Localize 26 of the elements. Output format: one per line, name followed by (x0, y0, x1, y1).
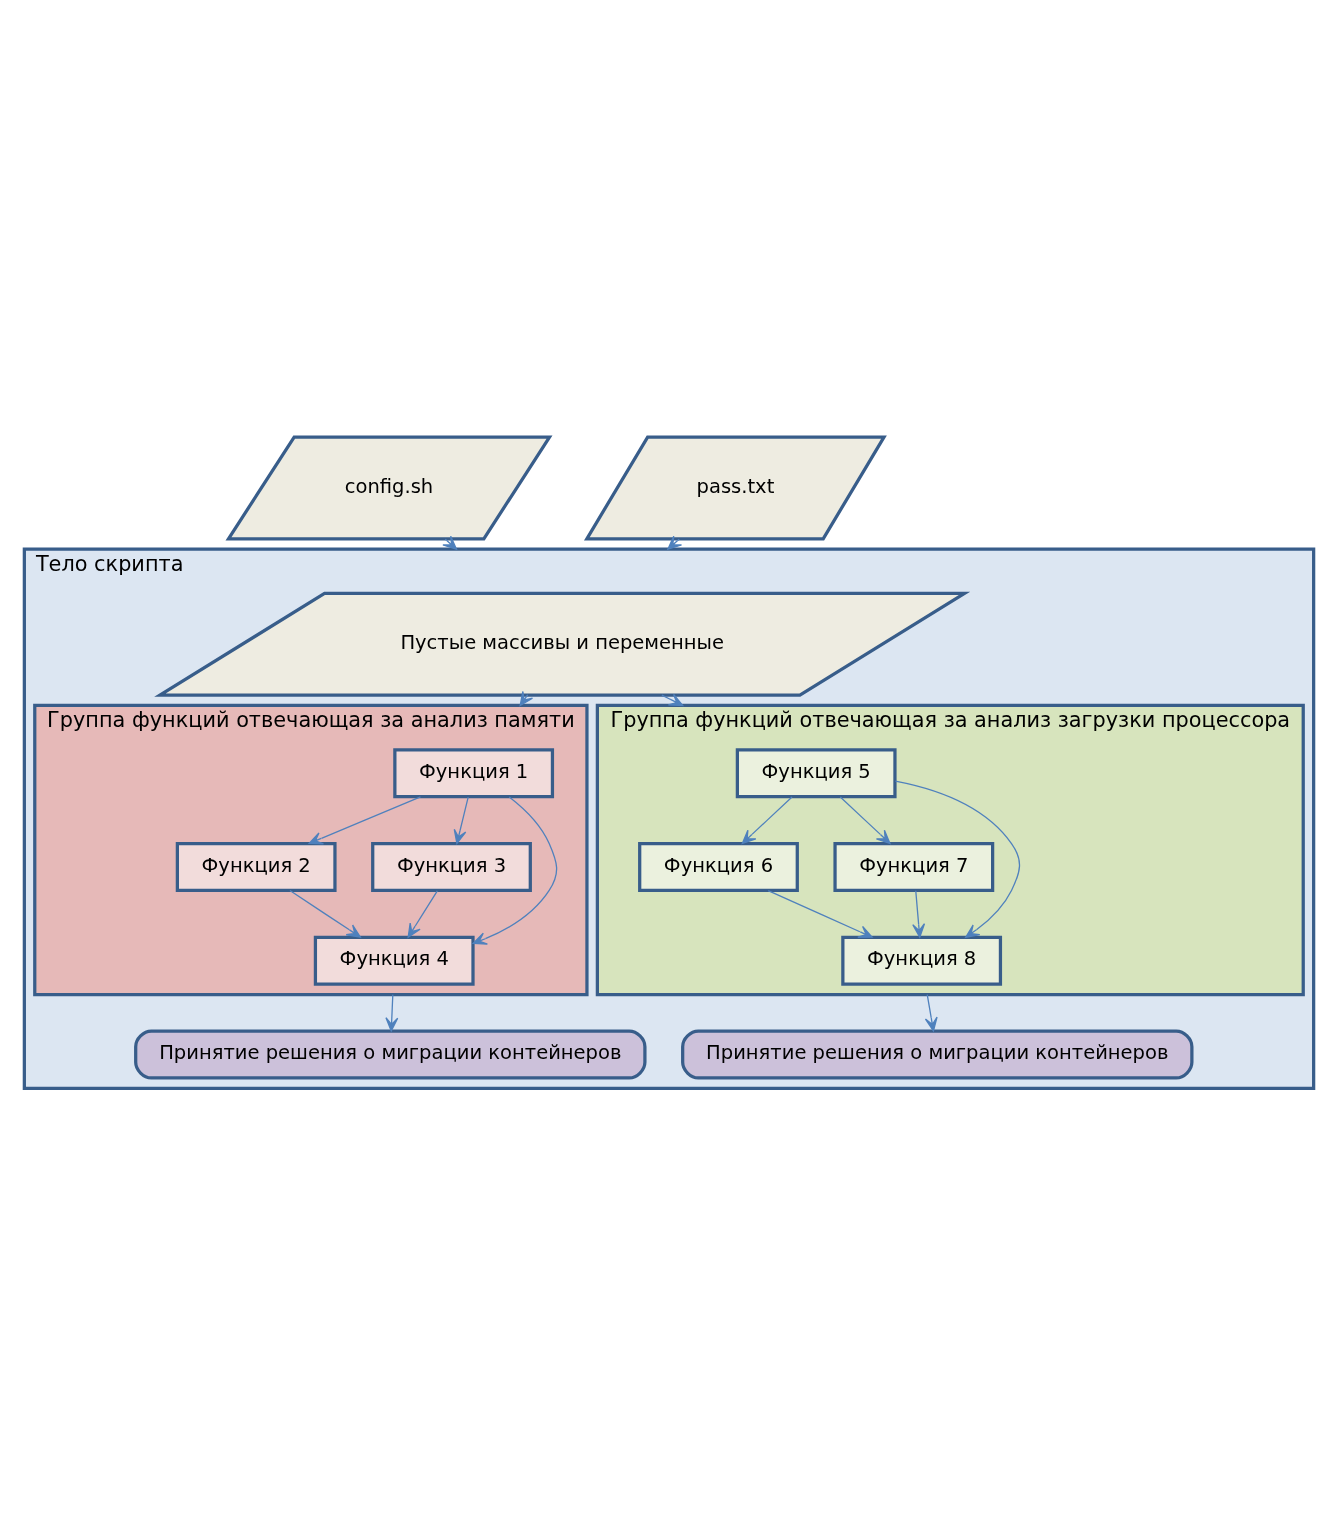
arrow (519, 690, 534, 706)
arrow (767, 889, 873, 938)
arrow (894, 779, 1021, 938)
node-box: Функция 4 (313, 935, 475, 986)
node-box: Функция 7 (833, 841, 995, 892)
arrow (453, 795, 469, 844)
arrow (667, 535, 683, 550)
arrow (661, 693, 684, 706)
node-box: Функция 5 (735, 747, 897, 798)
arrow (741, 795, 793, 844)
node-box: Функция 6 (638, 841, 799, 892)
arrow (839, 795, 891, 844)
arrow (308, 795, 422, 844)
arrow (289, 889, 361, 938)
node-box: Функция 3 (371, 841, 532, 892)
node-box: Принятие решения о миграции контейнеров (681, 1028, 1194, 1080)
node-box: Функция 2 (175, 841, 337, 892)
arrow (407, 889, 438, 938)
arrow (924, 993, 938, 1032)
arrow (912, 889, 926, 938)
arrow (472, 795, 558, 945)
arrow (442, 535, 458, 550)
arrow (385, 993, 399, 1032)
node-box: Функция 1 (393, 747, 555, 798)
node-box: Принятие решения о миграции контейнеров (134, 1028, 647, 1080)
node-box: Функция 8 (841, 935, 1003, 986)
